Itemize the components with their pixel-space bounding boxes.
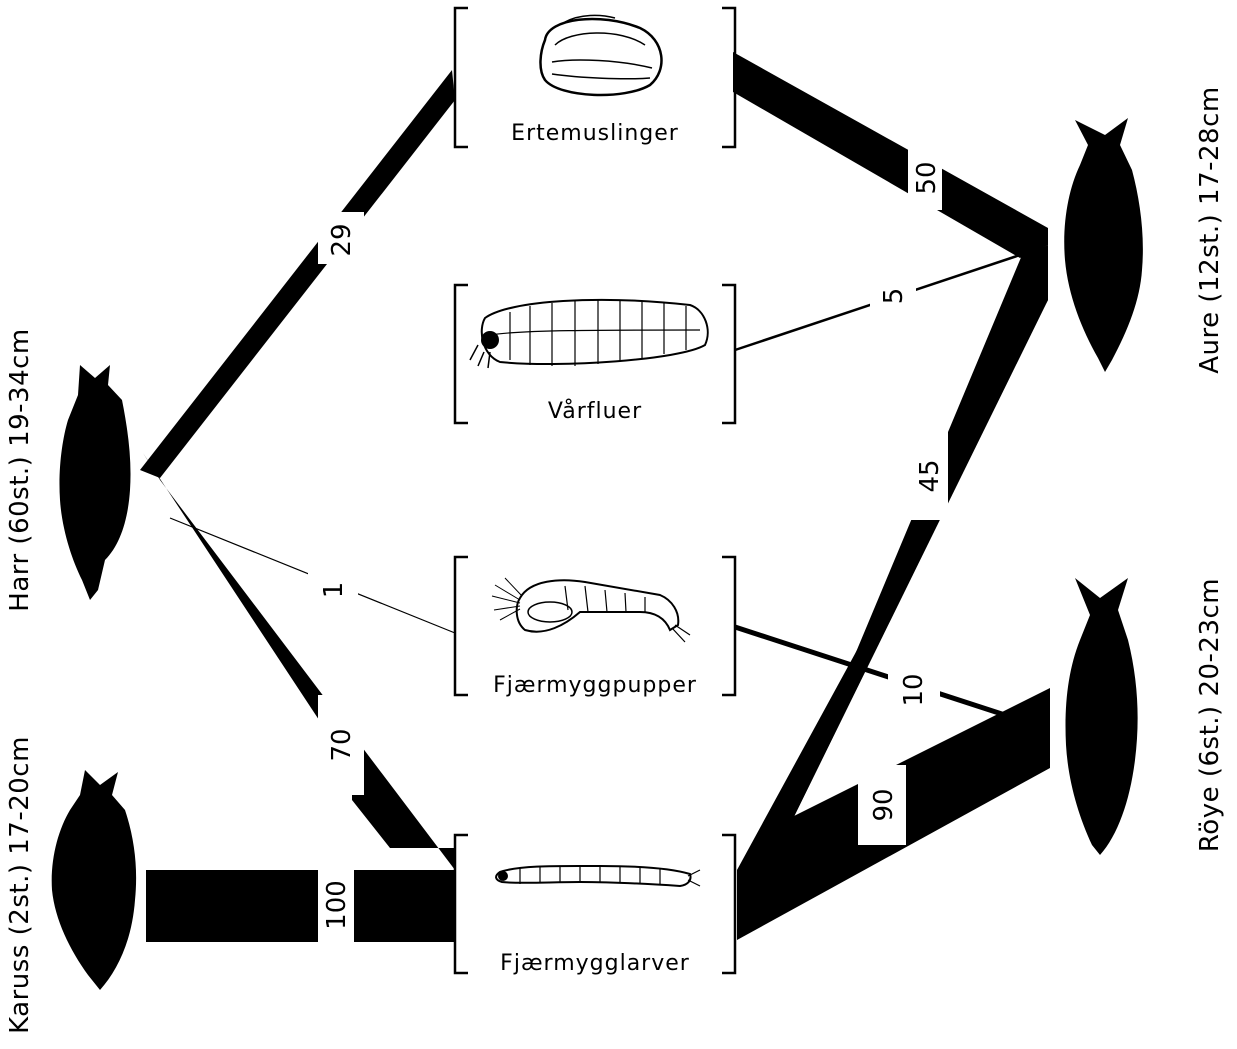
prey-box-varfluer: Vårfluer: [455, 285, 735, 424]
link-value-29: 29: [327, 223, 357, 256]
link-value-1: 1: [319, 582, 349, 599]
prey-box-ertemuslinger: Ertemuslinger: [455, 8, 735, 147]
aure-fish-icon: [1064, 118, 1143, 372]
caddisfly-larva-icon: [470, 300, 708, 368]
harr-fish-icon: [59, 365, 130, 600]
midge-pupa-icon: [492, 578, 690, 642]
predator-label-harr: Harr (60st.) 19-34cm: [5, 328, 35, 611]
link-value-50: 50: [912, 161, 942, 194]
karuss-fish-icon: [52, 770, 136, 990]
prey-label-varfluer: Vårfluer: [548, 398, 642, 424]
predator-label-roye: Röye (6st.) 20-23cm: [1195, 578, 1225, 852]
prey-box-fjaermyggpupper: Fjærmyggpupper: [455, 557, 735, 698]
band-harr-fjaermygglarver: [143, 453, 455, 870]
link-value-45: 45: [915, 459, 945, 492]
midge-larva-icon: [496, 866, 700, 886]
link-value-5: 5: [879, 288, 909, 305]
link-value-90: 90: [869, 788, 899, 821]
clam-icon: [540, 15, 661, 95]
predator-label-aure: Aure (12st.) 17-28cm: [1195, 86, 1225, 373]
link-value-10: 10: [899, 673, 929, 706]
roye-fish-icon: [1066, 578, 1138, 855]
band-harr-ertemuslinger: [140, 70, 455, 478]
link-value-100: 100: [322, 880, 352, 930]
band-karuss-fjaermygglarver: [146, 870, 456, 942]
predator-label-karuss: Karuss (2st.) 17-20cm: [5, 736, 35, 1034]
prey-label-fjaermygglarver: Fjærmygglarver: [500, 951, 690, 976]
prey-label-fjaermyggpupper: Fjærmyggpupper: [493, 673, 697, 698]
band-aure-ertemuslinger: [733, 52, 1048, 258]
prey-box-fjaermygglarver: Fjærmygglarver: [455, 835, 735, 976]
link-value-70: 70: [327, 728, 357, 761]
prey-label-ertemuslinger: Ertemuslinger: [511, 121, 679, 146]
